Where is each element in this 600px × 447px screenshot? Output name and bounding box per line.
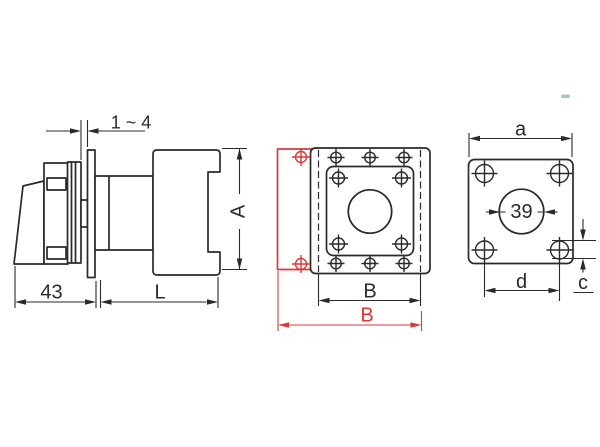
alternate-hole-bottom-red	[292, 255, 310, 273]
arrowhead	[87, 128, 99, 134]
arrowhead	[85, 299, 96, 305]
arrowhead-red	[278, 322, 289, 328]
dim-front-depth: 43	[14, 266, 97, 308]
dim-label-hole-offset: c	[578, 272, 588, 294]
dim-alternate-overall-width: B	[277, 271, 423, 331]
arrowhead	[561, 135, 572, 142]
alternate-hole-top-red	[292, 148, 310, 166]
arrowhead	[544, 209, 555, 215]
flange-view: a 39 d c	[467, 119, 596, 301]
arrowhead	[489, 209, 500, 215]
plate-holes-top-row	[327, 149, 413, 166]
dim-body-length: L	[99, 277, 219, 308]
dim-center-hole-diameter: 39	[486, 201, 558, 223]
dim-hole-offset: c	[552, 219, 596, 294]
inner-flange-outline	[325, 165, 415, 257]
center-shaft-hole	[347, 188, 393, 235]
inner-flange-holes	[329, 168, 411, 254]
side-view: 1 ~ 4 43 L A	[13, 113, 250, 308]
dim-label-front-depth: 43	[40, 282, 62, 304]
knob-handle-front	[13, 180, 45, 265]
arrowhead	[100, 299, 112, 305]
arrowhead	[236, 148, 243, 160]
dim-label-body-length: L	[154, 282, 165, 304]
knob-clip-top	[46, 177, 67, 191]
knob-clip-bottom	[46, 246, 67, 260]
dim-hole-spacing-width: B	[317, 274, 422, 306]
dim-label-hole-spacing-width: B	[363, 281, 376, 303]
arrowhead	[484, 287, 496, 294]
plate-holes-bottom-row	[327, 255, 413, 272]
dim-label-center-hole-diameter: 39	[510, 201, 532, 223]
dim-label-hole-spacing: d	[516, 271, 527, 293]
dim-panel-thickness: 1 ~ 4	[46, 113, 152, 160]
arrowhead	[207, 299, 218, 305]
dim-flange-width: a	[468, 119, 573, 157]
scan-artifact	[561, 94, 570, 98]
arrowhead	[318, 297, 330, 304]
arrowhead	[548, 287, 560, 294]
arrowhead	[236, 258, 243, 270]
shaft	[94, 175, 154, 251]
shaft-bridge	[80, 199, 89, 228]
arrowhead	[580, 229, 586, 241]
dim-label-flange-width: a	[515, 119, 527, 141]
dim-label-body-height: A	[228, 204, 250, 218]
arrowhead	[469, 135, 480, 142]
flange-stack	[66, 161, 82, 264]
dim-body-height: A	[222, 147, 250, 271]
dim-hole-spacing: d	[483, 261, 561, 301]
arrowhead	[70, 128, 81, 134]
arrowhead-red	[410, 322, 422, 328]
arrowhead	[580, 258, 586, 270]
mounting-panel	[86, 149, 96, 279]
arrowhead	[409, 297, 421, 304]
mounting-view: B B	[276, 147, 431, 331]
dim-label-alternate-overall-width: B	[360, 305, 373, 327]
arrowhead	[15, 299, 26, 305]
switch-body	[152, 149, 221, 276]
dim-label-panel-thickness: 1 ~ 4	[111, 113, 152, 133]
